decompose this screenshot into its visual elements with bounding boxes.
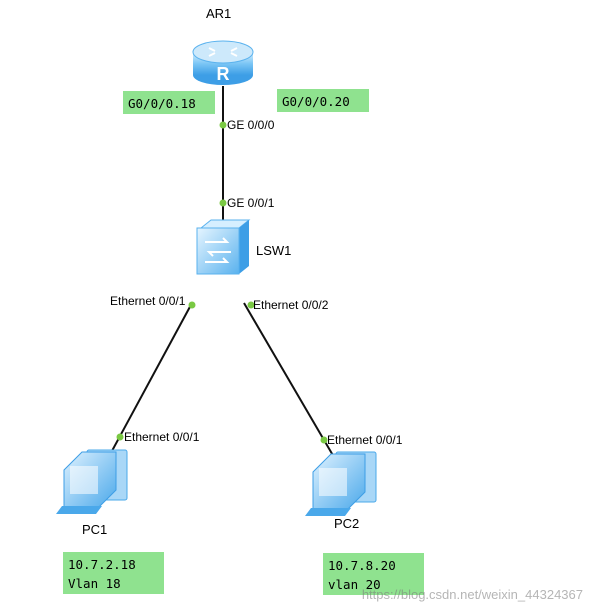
port-label-lsw1-eth002: Ethernet 0/0/2 xyxy=(253,298,329,312)
port-dot-pc2-eth001 xyxy=(320,436,328,444)
port-label-pc1-eth001: Ethernet 0/0/1 xyxy=(124,430,200,444)
pc1-label: PC1 xyxy=(82,522,108,537)
port-label-lsw1-eth001: Ethernet 0/0/1 xyxy=(110,294,186,308)
port-label-lsw1-ge001: GE 0/0/1 xyxy=(227,196,275,210)
port-dot-lsw1-ge001 xyxy=(219,199,227,207)
pc1-config-note: 10.7.2.18 Vlan 18 xyxy=(63,552,164,594)
subinterface-left-text: G0/0/0.18 xyxy=(128,96,196,111)
pc2-ip-text: 10.7.8.20 xyxy=(328,558,396,573)
port-dot-lsw1-eth002 xyxy=(247,301,255,309)
pc1-vlan-text: Vlan 18 xyxy=(68,576,121,591)
port-dot-ar1-ge000 xyxy=(219,121,227,129)
watermark-text: https://blog.csdn.net/weixin_44324367 xyxy=(361,587,583,602)
pc-icon[interactable] xyxy=(56,449,128,514)
subinterface-note-right: G0/0/0.20 xyxy=(277,89,369,112)
pc2-vlan-text: vlan 20 xyxy=(328,577,381,592)
port-dot-pc1-eth001 xyxy=(116,433,124,441)
pc1-ip-text: 10.7.2.18 xyxy=(68,557,136,572)
pc-icon[interactable] xyxy=(305,451,377,516)
port-label-ar1-ge000: GE 0/0/0 xyxy=(227,118,275,132)
switch-label: LSW1 xyxy=(256,243,292,258)
pc2-label: PC2 xyxy=(334,516,360,531)
subinterface-right-text: G0/0/0.20 xyxy=(282,94,350,109)
router-icon[interactable]: R xyxy=(192,40,254,85)
router-label: AR1 xyxy=(206,6,232,21)
port-label-pc2-eth001: Ethernet 0/0/1 xyxy=(327,433,403,447)
subinterface-note-left: G0/0/0.18 xyxy=(123,91,215,114)
svg-text:R: R xyxy=(217,64,230,84)
pc2-config-note: 10.7.8.20 vlan 20 xyxy=(323,553,424,595)
port-dot-lsw1-eth001 xyxy=(188,301,196,309)
switch-icon[interactable] xyxy=(196,219,251,275)
